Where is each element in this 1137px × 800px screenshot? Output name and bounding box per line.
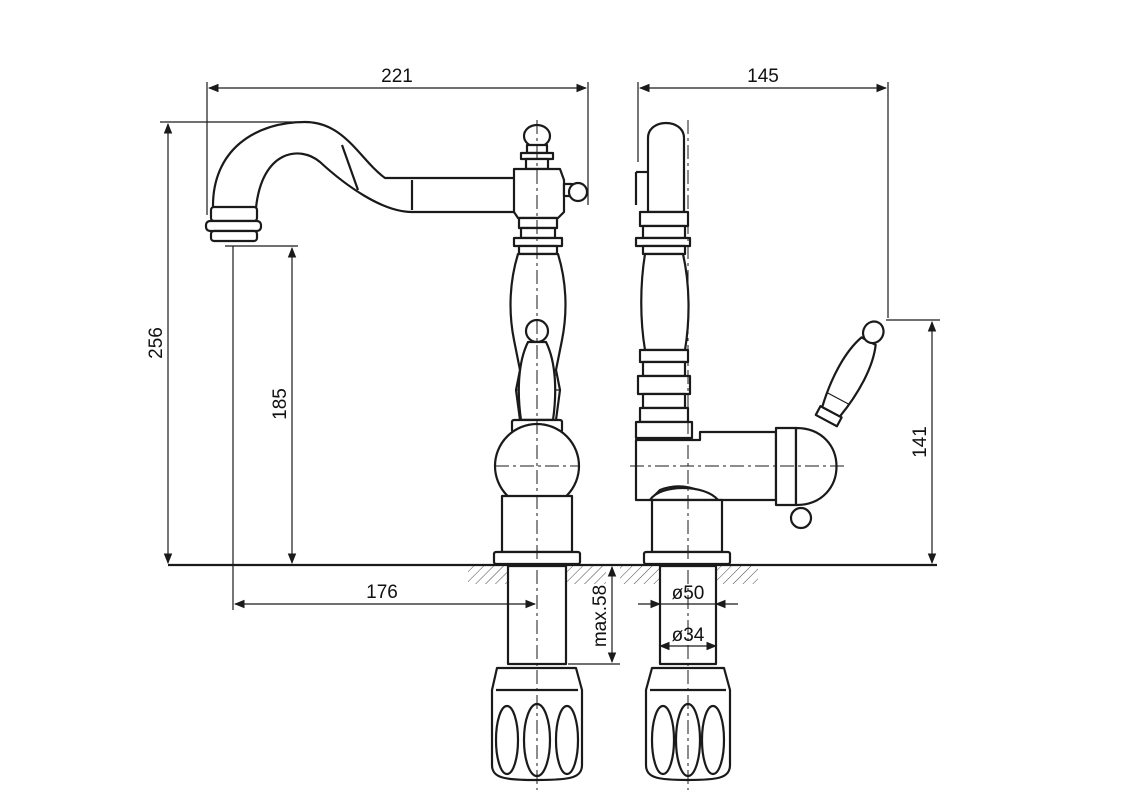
dim-hole-offset: 176 <box>366 582 398 603</box>
dim-hole-diameter: ø34 <box>672 625 705 646</box>
dim-base-diameter: ø50 <box>672 583 705 604</box>
dim-total-height: 256 <box>146 327 167 359</box>
dim-max-thickness: max.58 <box>590 585 611 647</box>
dimension-labels: 221 145 256 185 141 176 max.58 ø50 ø34 <box>146 66 931 647</box>
rear-knob <box>567 181 589 203</box>
centerlines <box>495 120 845 790</box>
spout <box>211 120 518 214</box>
aerator <box>209 205 259 223</box>
front-view-faucet <box>204 120 589 566</box>
lever-handle-side <box>814 320 885 428</box>
spout-side <box>646 122 686 214</box>
dim-handle-height: 141 <box>910 426 931 458</box>
dimension-lines <box>160 82 940 665</box>
dim-spout-reach: 221 <box>381 66 413 87</box>
dim-spout-height: 185 <box>270 388 291 420</box>
dim-side-depth: 145 <box>747 66 779 87</box>
side-view-faucet <box>634 122 885 566</box>
